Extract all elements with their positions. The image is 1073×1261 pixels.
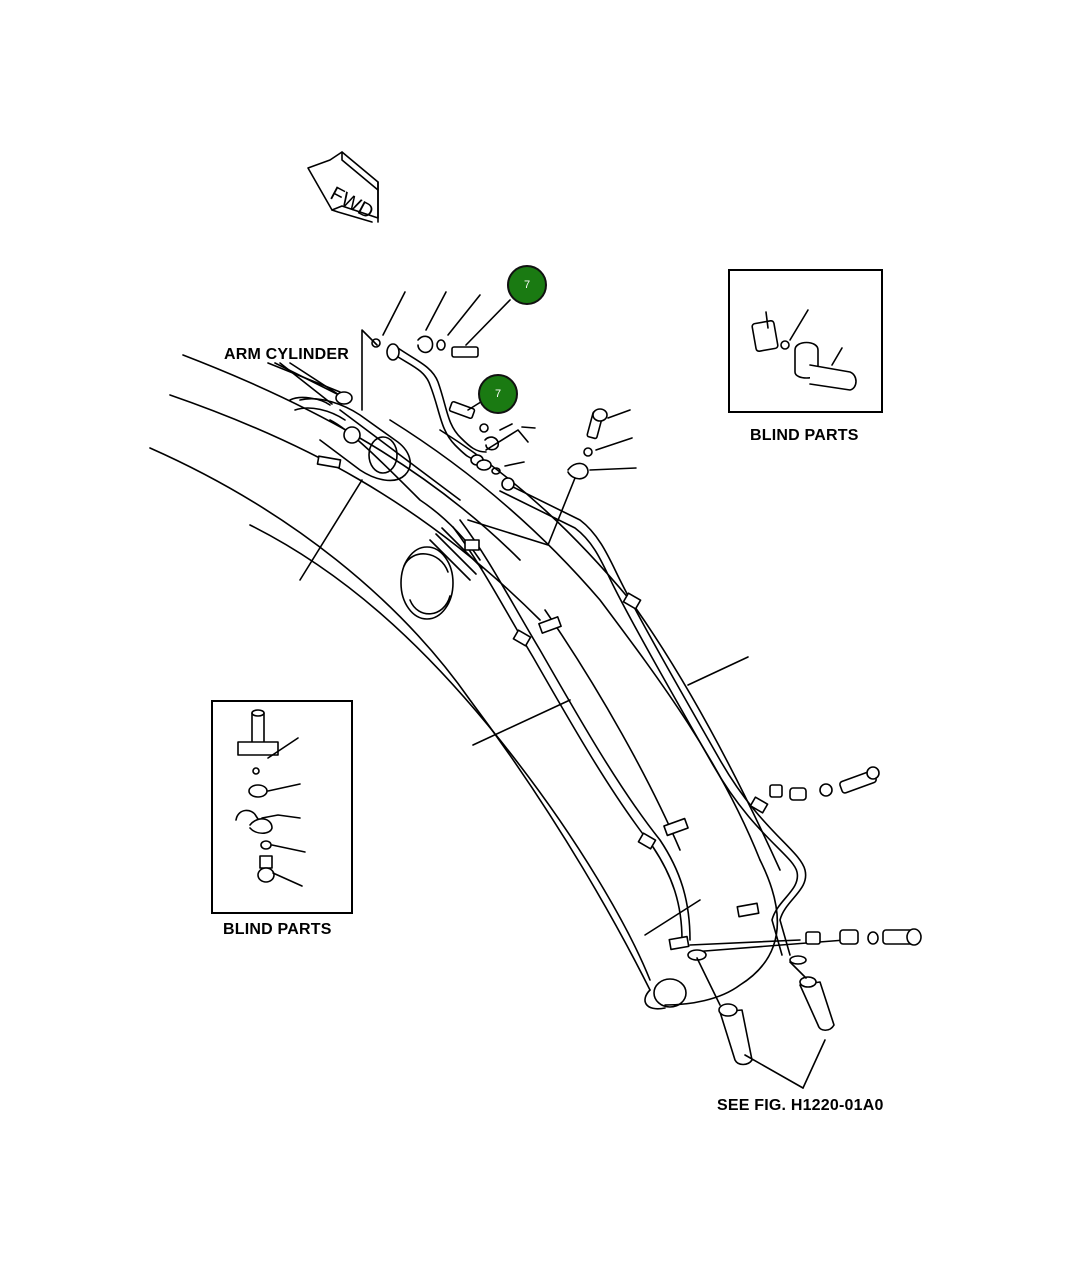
callout-marker-7-upper[interactable]: 7 (507, 265, 547, 305)
pipe-clamps (316, 455, 769, 951)
lower-elbow-fittings (687, 949, 835, 1089)
arm-cylinder-label: ARM CYLINDER (224, 346, 350, 363)
hydraulic-pipe-lines (452, 482, 846, 956)
blind-parts-top-label: BLIND PARTS (750, 427, 859, 444)
blind-parts-left-label: BLIND PARTS (223, 921, 332, 938)
arm-cylinder-leaders (267, 362, 361, 444)
lower-right-fittings (769, 766, 922, 946)
see-fig-reference-label: SEE FIG. H1220-01A0 (717, 1097, 884, 1114)
blind-parts-top-drawing (751, 309, 857, 391)
blind-parts-inset-top (728, 269, 883, 413)
top-hose-assembly (361, 291, 536, 491)
blind-parts-left-drawing (235, 709, 306, 887)
fwd-arrow (307, 151, 379, 223)
callout-marker-7-lower[interactable]: 7 (478, 374, 518, 414)
upper-right-fittings (467, 408, 637, 546)
blind-parts-inset-left (211, 700, 353, 914)
